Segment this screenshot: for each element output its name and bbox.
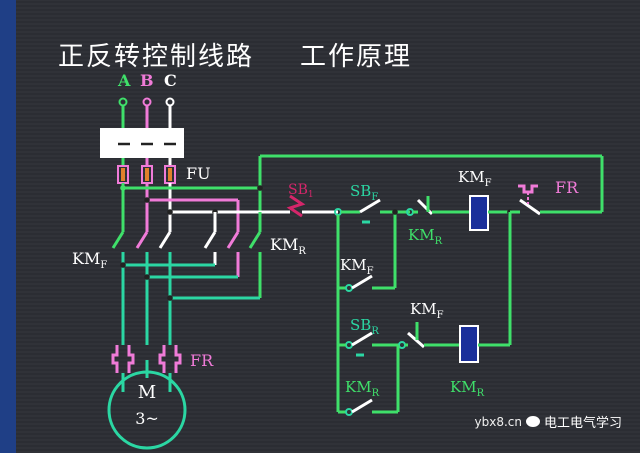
sbr-label: SBR bbox=[350, 316, 379, 337]
fuse-group bbox=[117, 165, 176, 184]
sb1-label: SB1 bbox=[288, 182, 314, 200]
kmr-hold-label: KMR bbox=[345, 378, 380, 399]
left-accent-band bbox=[0, 0, 16, 453]
kmf-interlock-label: KMF bbox=[410, 300, 444, 321]
brand-name: 电工电气学习 bbox=[543, 416, 622, 431]
phase-c-label: C bbox=[164, 71, 177, 90]
phase-a-label: A bbox=[117, 71, 131, 90]
phase-b-label: B bbox=[140, 71, 154, 90]
kmr-interlock-contact bbox=[413, 196, 470, 216]
kmr-coil bbox=[459, 325, 479, 363]
fr-control-label: FR bbox=[555, 178, 579, 197]
kmf-coil-label: KMF bbox=[458, 168, 492, 189]
title-circuit: 正反转控制线路 bbox=[58, 42, 255, 72]
kmf-main-label: KMF bbox=[72, 249, 107, 271]
terminal-b bbox=[142, 97, 152, 107]
motor-label: M bbox=[138, 382, 156, 403]
fr-main-label: FR bbox=[190, 351, 214, 370]
kmr-interlock-label: KMR bbox=[408, 226, 443, 247]
sbf-start-button bbox=[341, 198, 410, 224]
fuse-label: FU bbox=[186, 164, 211, 183]
kmf-hold-label: KMF bbox=[340, 256, 374, 277]
fr-thermal-elements bbox=[111, 345, 182, 373]
wechat-icon bbox=[525, 416, 540, 427]
kmr-main-contacts bbox=[203, 231, 262, 249]
footer-credit: ybx8.cn 电工电气学习 bbox=[474, 412, 623, 432]
kmf-coil bbox=[469, 195, 489, 231]
kmf-main-contacts bbox=[111, 231, 172, 249]
sbf-label: SBF bbox=[350, 182, 378, 203]
kmf-interlock-contact bbox=[405, 322, 460, 349]
kmr-hold-contact bbox=[351, 398, 398, 414]
kmr-coil-label: KMR bbox=[450, 378, 485, 399]
sbr-start-button bbox=[338, 331, 400, 357]
fr-control-contact bbox=[510, 184, 602, 216]
sb1-stop-button bbox=[285, 194, 338, 218]
kmf-hold-contact bbox=[351, 274, 395, 290]
terminal-c bbox=[165, 97, 175, 107]
kmr-main-label: KMR bbox=[270, 235, 306, 257]
terminal-a bbox=[118, 97, 128, 107]
motor-phase-label: 3~ bbox=[135, 409, 159, 428]
title-principle: 工作原理 bbox=[300, 42, 413, 72]
watermark: ybx8.cn bbox=[474, 414, 522, 429]
motor-symbol bbox=[107, 370, 187, 450]
